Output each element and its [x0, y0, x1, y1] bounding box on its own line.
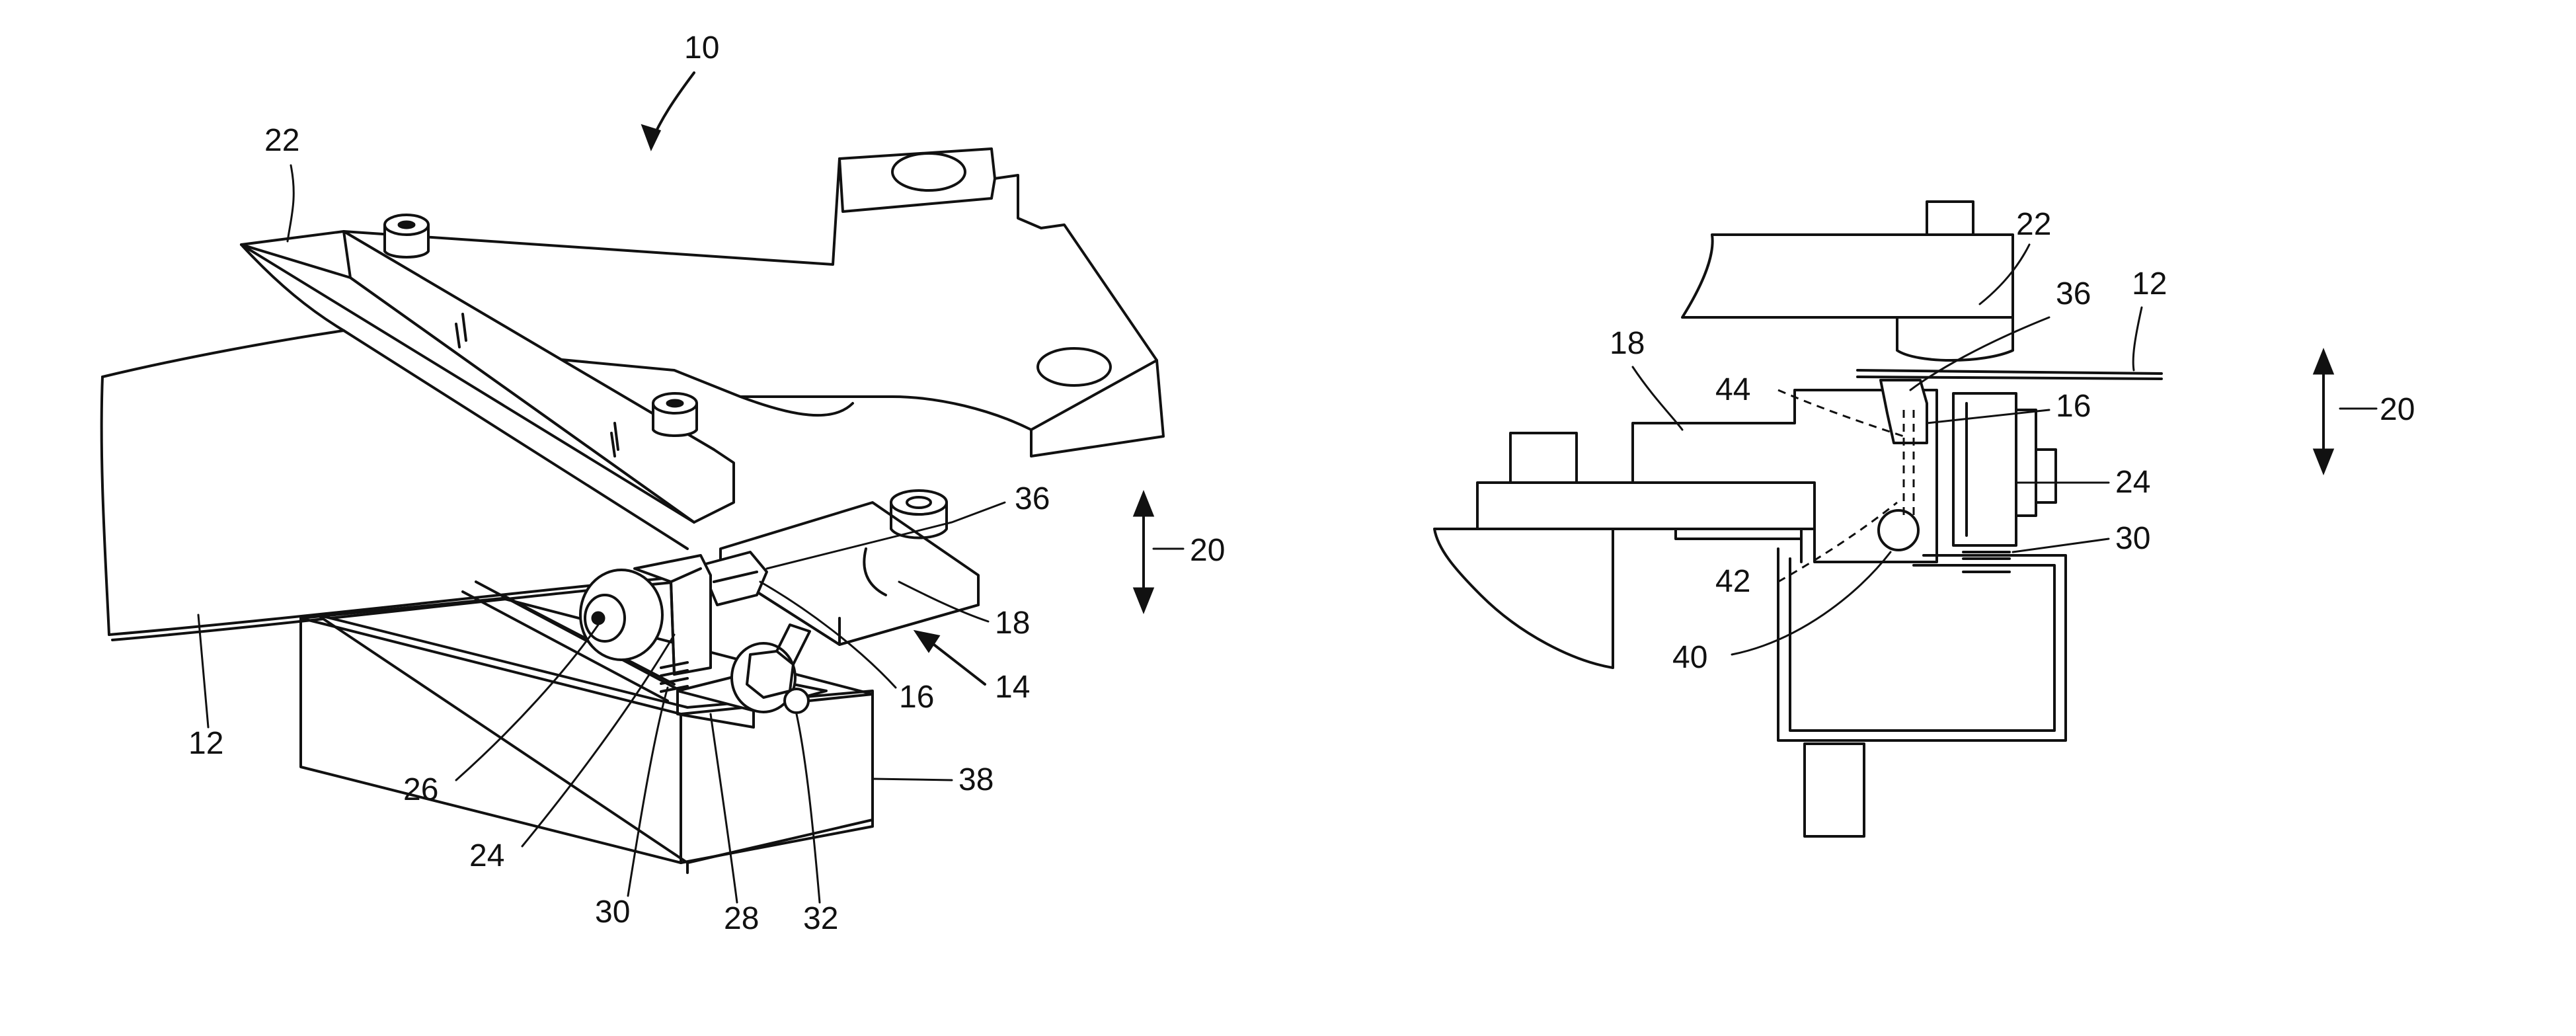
- arrow-20-r-up: [2314, 350, 2333, 374]
- arrow-10: [643, 126, 660, 149]
- leader-14: [925, 638, 985, 684]
- leader-30-r: [2013, 539, 2109, 552]
- label-42-r: 42: [1715, 564, 1750, 599]
- label-14: 14: [995, 670, 1030, 705]
- label-40-r: 40: [1672, 640, 1707, 675]
- left-figure: 10 22 36 20 18 16 14 12 26 24: [102, 30, 1226, 936]
- label-28: 28: [724, 901, 759, 936]
- label-22-r: 22: [2016, 207, 2051, 242]
- label-22: 22: [264, 123, 299, 158]
- label-18: 18: [995, 606, 1030, 641]
- label-24-r: 24: [2115, 465, 2150, 500]
- label-24: 24: [469, 838, 504, 873]
- label-20-r: 20: [2380, 392, 2415, 427]
- leader-40-r: [1732, 552, 1891, 655]
- label-36: 36: [1015, 481, 1050, 516]
- label-18-r: 18: [1610, 326, 1645, 361]
- cap-screw-right: [653, 393, 697, 436]
- label-32: 32: [803, 901, 838, 936]
- label-26: 26: [403, 772, 438, 807]
- label-12-r: 12: [2132, 266, 2167, 301]
- leader-18-r: [1633, 367, 1682, 430]
- cap-screw-left: [385, 215, 428, 257]
- leader-38: [873, 779, 952, 780]
- arrow-14: [916, 631, 939, 651]
- label-10: 10: [684, 30, 719, 65]
- fitting-32: [732, 625, 810, 713]
- label-30: 30: [595, 895, 630, 930]
- label-38: 38: [958, 762, 994, 797]
- leader-12-r: [2133, 307, 2142, 370]
- right-figure: 22 36 12 18 44 16 24 30 42 40 20: [1434, 202, 2415, 836]
- spring-30: [1963, 545, 2010, 572]
- label-44-r: 44: [1715, 372, 1750, 407]
- label-16: 16: [899, 680, 934, 715]
- label-12: 12: [188, 726, 223, 761]
- label-36-r: 36: [2056, 276, 2091, 311]
- arrow-20-r-down: [2314, 450, 2333, 473]
- upper-bar-22: [1682, 202, 2013, 360]
- adjusting-screw-26: [580, 570, 662, 660]
- label-30-r: 30: [2115, 521, 2150, 556]
- arrow-20-down: [1134, 588, 1153, 612]
- leader-22: [288, 165, 293, 241]
- web-12-line: [1857, 370, 2162, 379]
- arrow-20-up: [1134, 493, 1153, 516]
- label-20: 20: [1190, 533, 1225, 568]
- pin-40: [1879, 510, 1918, 550]
- label-16-r: 16: [2056, 389, 2091, 424]
- housing-bracket: [1778, 549, 2066, 836]
